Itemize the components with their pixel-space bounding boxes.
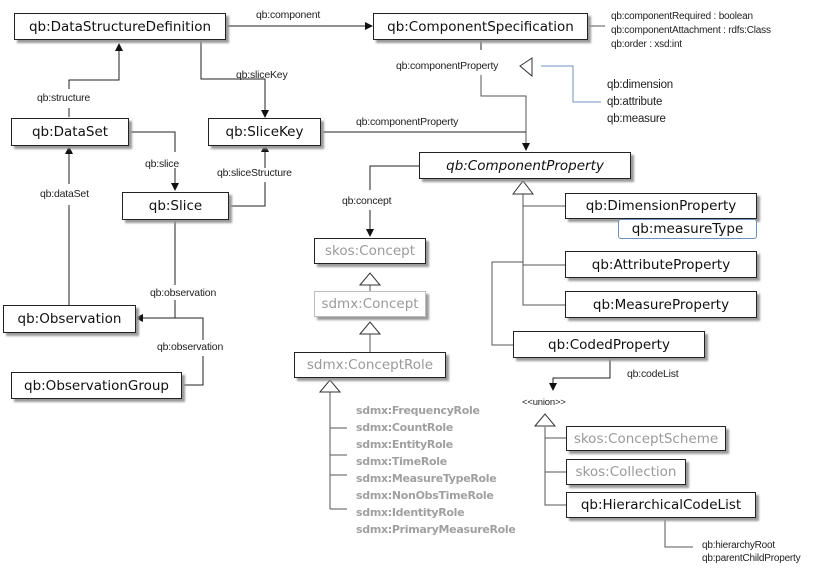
class-observation-group[interactable]: qb:ObservationGroup <box>11 372 182 399</box>
generalization-triangle-sdmx-concept <box>358 321 382 335</box>
label-slice: qb:slice <box>145 158 180 170</box>
label-concept: qb:concept <box>342 195 392 207</box>
concept-role: sdmx:NonObsTimeRole <box>356 489 494 502</box>
concept-role: sdmx:EntityRole <box>356 438 453 451</box>
subproperty-dimension: qb:dimension <box>607 79 674 91</box>
generalization-triangle-subproperty <box>519 57 533 78</box>
measure-type-attribute[interactable]: qb:measureType <box>618 219 757 239</box>
class-slice[interactable]: qb:Slice <box>122 192 229 220</box>
concept-role: sdmx:TimeRole <box>356 455 447 468</box>
class-skos-collection[interactable]: skos:Collection <box>566 459 686 485</box>
class-hierarchical-code-list[interactable]: qb:HierarchicalCodeList <box>566 492 756 518</box>
edge-observation-group <box>182 356 204 386</box>
spec-attribute: qb:componentRequired : boolean <box>611 11 753 22</box>
class-sdmx-concept[interactable]: sdmx:Concept <box>314 291 426 317</box>
edge-concept <box>369 165 433 190</box>
class-slice-key[interactable]: qb:SliceKey <box>208 118 321 146</box>
label-code-list: qb:codeList <box>627 368 679 380</box>
concept-role: sdmx:FrequencyRole <box>356 404 480 417</box>
class-skos-concept-scheme[interactable]: skos:ConceptScheme <box>566 426 726 451</box>
class-dimension-property[interactable]: qb:DimensionProperty <box>565 193 757 219</box>
hcl-property-parent-child: qb:parentChildProperty <box>702 553 801 564</box>
edge-slice-structure <box>229 182 266 207</box>
edge-slicekey <box>200 40 269 118</box>
class-attribute-property[interactable]: qb:AttributeProperty <box>565 251 757 278</box>
class-coded-property[interactable]: qb:CodedProperty <box>513 331 705 358</box>
concept-role: sdmx:CountRole <box>356 421 453 434</box>
class-component-specification[interactable]: qb:ComponentSpecification <box>373 13 588 40</box>
label-slice-key: qb:sliceKey <box>236 69 288 81</box>
subproperty-attribute: qb:attribute <box>607 96 663 108</box>
generalization-triangle-skos-concept <box>358 272 382 286</box>
label-structure: qb:structure <box>37 92 91 104</box>
generalization-triangle-component-property <box>511 180 535 195</box>
class-measure-property[interactable]: qb:MeasureProperty <box>565 291 757 318</box>
edge-codelist <box>549 358 611 391</box>
subproperty-measure: qb:measure <box>607 113 666 125</box>
edge-slice <box>129 131 176 152</box>
label-data-set: qb:dataSet <box>40 188 89 200</box>
label-component: qb:component <box>256 9 321 21</box>
spec-attribute: qb:componentAttachment : rdfs:Class <box>611 25 771 36</box>
generalization-triangle-concept-role <box>318 379 342 393</box>
concept-role: sdmx:PrimaryMeasureRole <box>356 523 516 536</box>
label-observation-group: qb:observation <box>157 341 224 353</box>
hcl-property-hierarchy-root: qb:hierarchyRoot <box>702 540 775 551</box>
label-slice-structure: qb:sliceStructure <box>217 167 292 179</box>
class-skos-concept[interactable]: skos:Concept <box>314 238 426 264</box>
gen-union <box>544 427 566 506</box>
spec-attribute: qb:order : xsd:int <box>611 39 682 50</box>
gen-component-property <box>522 194 565 306</box>
concept-role: sdmx:MeasureTypeRole <box>356 472 497 485</box>
generalization-triangle-union <box>533 413 557 427</box>
label-component-property-spec: qb:componentProperty <box>396 60 499 72</box>
label-observation-slice: qb:observation <box>150 287 217 299</box>
class-component-property[interactable]: qb:ComponentProperty <box>419 152 631 179</box>
subproperty-line <box>541 65 601 103</box>
class-dataset[interactable]: qb:DataSet <box>11 118 129 146</box>
label-component-property-slicekey: qb:componentProperty <box>356 116 459 128</box>
hcl-props-line <box>664 520 693 548</box>
concept-role: sdmx:IdentityRole <box>356 506 465 519</box>
class-data-structure-definition[interactable]: qb:DataStructureDefinition <box>14 13 226 40</box>
label-union-stereotype: <<union>> <box>522 397 566 408</box>
class-sdmx-concept-role[interactable]: sdmx:ConceptRole <box>294 352 446 378</box>
class-observation[interactable]: qb:Observation <box>3 305 136 333</box>
